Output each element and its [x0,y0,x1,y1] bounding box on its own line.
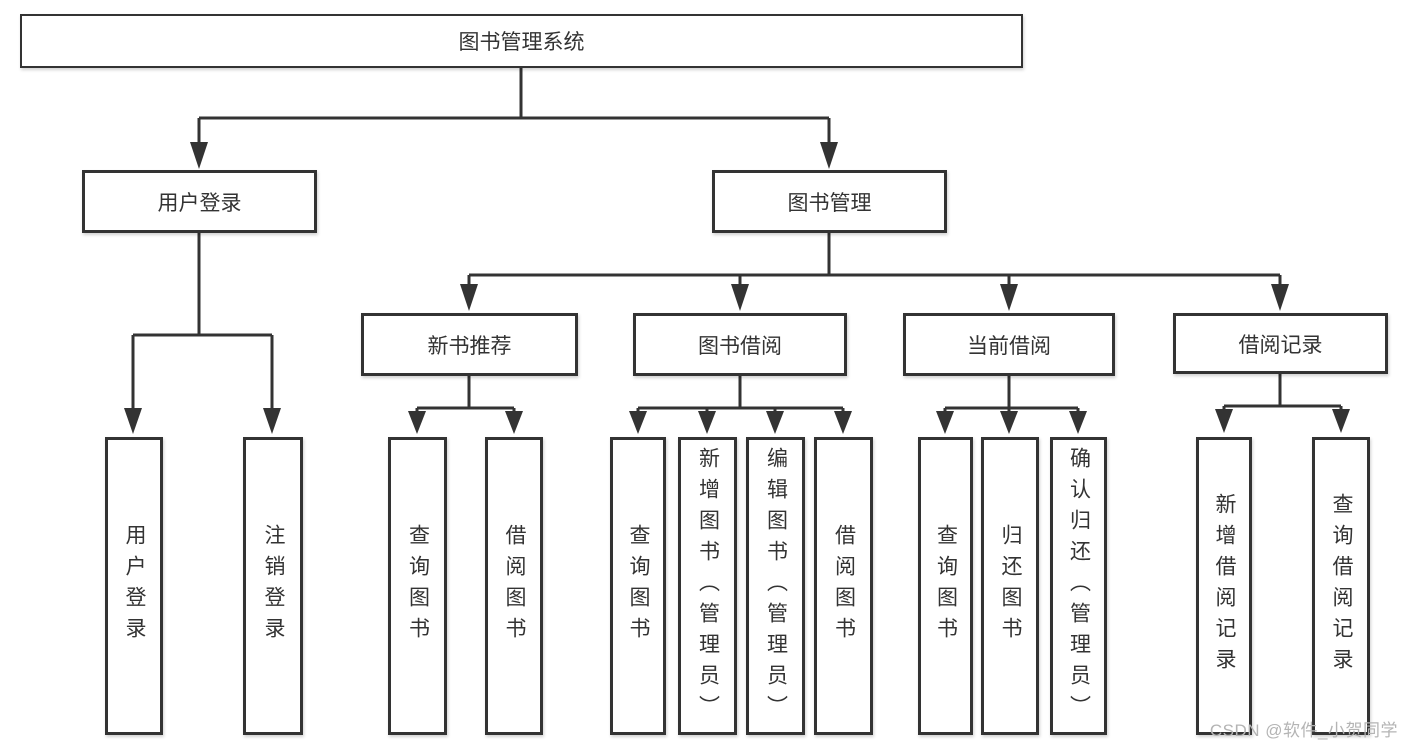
csdn-watermark: CSDN @软件_小贺同学 [1209,721,1398,740]
leaf-query-books-current: 查询图书 [918,437,973,735]
node-label: 图书借阅 [698,334,782,358]
leaf-return-books: 归还图书 [981,437,1039,735]
node-label: 用户登录 [157,191,242,215]
node-user-login: 用户登录 [82,170,317,233]
node-label: 注销登录 [262,524,285,648]
node-label: 图书管理系统 [458,31,585,54]
node-book-management: 图书管理 [712,170,947,233]
node-current-borrowing: 当前借阅 [903,313,1115,376]
node-label: 归还图书 [999,524,1022,648]
node-label: 编辑图书（管理员） [764,446,788,726]
node-borrow-records: 借阅记录 [1173,313,1388,374]
node-library-management-system: 图书管理系统 [20,14,1023,68]
node-label: 查询图书 [406,524,430,648]
leaf-query-books-borrowing: 查询图书 [610,437,666,735]
leaf-borrow-books-newbooks: 借阅图书 [485,437,543,735]
node-label: 新增图书（管理员） [696,446,720,726]
leaf-add-borrow-record: 新增借阅记录 [1196,437,1252,735]
node-label: 当前借阅 [967,334,1051,358]
leaf-add-books-admin: 新增图书（管理员） [678,437,737,735]
node-book-borrowing: 图书借阅 [633,313,847,376]
node-label: 新增借阅记录 [1213,493,1236,679]
leaf-query-books-newbooks: 查询图书 [388,437,447,735]
node-label: 新书推荐 [427,334,512,358]
node-new-book-recommendation: 新书推荐 [361,313,578,376]
node-label: 图书管理 [787,191,872,215]
leaf-query-borrow-record: 查询借阅记录 [1312,437,1370,735]
node-label: 确认归还（管理员） [1067,446,1091,726]
node-label: 借阅图书 [503,524,526,648]
node-label: 用户登录 [123,524,146,648]
leaf-edit-books-admin: 编辑图书（管理员） [746,437,805,735]
leaf-borrow-books-borrowing: 借阅图书 [814,437,873,735]
leaf-confirm-return-admin: 确认归还（管理员） [1050,437,1107,735]
leaf-logout: 注销登录 [243,437,303,735]
arrowhead-icons [124,142,1350,434]
node-label: 查询图书 [627,524,650,648]
node-label: 借阅记录 [1238,333,1323,357]
node-label: 查询借阅记录 [1330,493,1353,679]
leaf-user-login: 用户登录 [105,437,163,735]
node-label: 查询图书 [934,524,958,648]
node-label: 借阅图书 [832,524,856,648]
